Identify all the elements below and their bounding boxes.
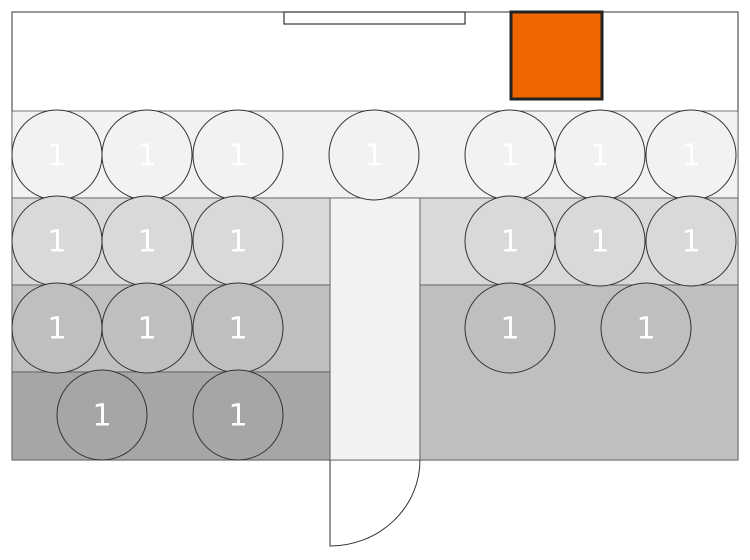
seat-label: 1 bbox=[228, 225, 247, 260]
seat[interactable]: 1 bbox=[101, 282, 193, 374]
seat-label: 1 bbox=[47, 139, 66, 174]
seat-label: 1 bbox=[137, 225, 156, 260]
seat-circle bbox=[56, 369, 148, 461]
seat[interactable]: 1 bbox=[645, 109, 737, 201]
seat-label: 1 bbox=[590, 139, 609, 174]
seat-label: 1 bbox=[681, 139, 700, 174]
seat-label: 1 bbox=[228, 312, 247, 347]
seat-label: 1 bbox=[500, 312, 519, 347]
seat[interactable]: 1 bbox=[192, 369, 284, 461]
seat-circle bbox=[600, 282, 692, 374]
seat[interactable]: 1 bbox=[192, 109, 284, 201]
seat-label: 1 bbox=[228, 139, 247, 174]
seat-label: 1 bbox=[500, 225, 519, 260]
seat-label: 1 bbox=[636, 312, 655, 347]
seat[interactable]: 1 bbox=[554, 195, 646, 287]
seat-label: 1 bbox=[500, 139, 519, 174]
seat[interactable]: 1 bbox=[11, 195, 103, 287]
seat-circle bbox=[645, 195, 737, 287]
seat-label: 1 bbox=[364, 139, 383, 174]
seat-label: 1 bbox=[47, 225, 66, 260]
seat[interactable]: 1 bbox=[192, 282, 284, 374]
seats-layer: 1 1 1 1 1 1 1 1 1 1 1 1 1 1 1 1 1 1 1 1 bbox=[11, 109, 737, 461]
seat[interactable]: 1 bbox=[464, 109, 556, 201]
seat-circle bbox=[101, 282, 193, 374]
seat-label: 1 bbox=[137, 139, 156, 174]
seat-label: 1 bbox=[47, 312, 66, 347]
seat[interactable]: 1 bbox=[192, 195, 284, 287]
seat[interactable]: 1 bbox=[11, 282, 103, 374]
seat-circle bbox=[328, 109, 420, 201]
seat[interactable]: 1 bbox=[101, 195, 193, 287]
seat[interactable]: 1 bbox=[101, 109, 193, 201]
seat-label: 1 bbox=[228, 399, 247, 434]
seat-label: 1 bbox=[590, 225, 609, 260]
podium[interactable] bbox=[509, 10, 604, 101]
seat[interactable]: 1 bbox=[11, 109, 103, 201]
seat-label: 1 bbox=[137, 312, 156, 347]
door-swing[interactable] bbox=[329, 459, 421, 547]
seat[interactable]: 1 bbox=[56, 369, 148, 461]
seat-label: 1 bbox=[92, 399, 111, 434]
seat-circle bbox=[192, 369, 284, 461]
seat[interactable]: 1 bbox=[464, 195, 556, 287]
seat-circle bbox=[464, 282, 556, 374]
seat[interactable]: 1 bbox=[600, 282, 692, 374]
window bbox=[283, 11, 466, 25]
seat-circle bbox=[554, 195, 646, 287]
seat[interactable]: 1 bbox=[464, 282, 556, 374]
seat[interactable]: 1 bbox=[554, 109, 646, 201]
seat-label: 1 bbox=[681, 225, 700, 260]
center-aisle bbox=[329, 197, 421, 461]
seat[interactable]: 1 bbox=[328, 109, 420, 201]
seat[interactable]: 1 bbox=[645, 195, 737, 287]
